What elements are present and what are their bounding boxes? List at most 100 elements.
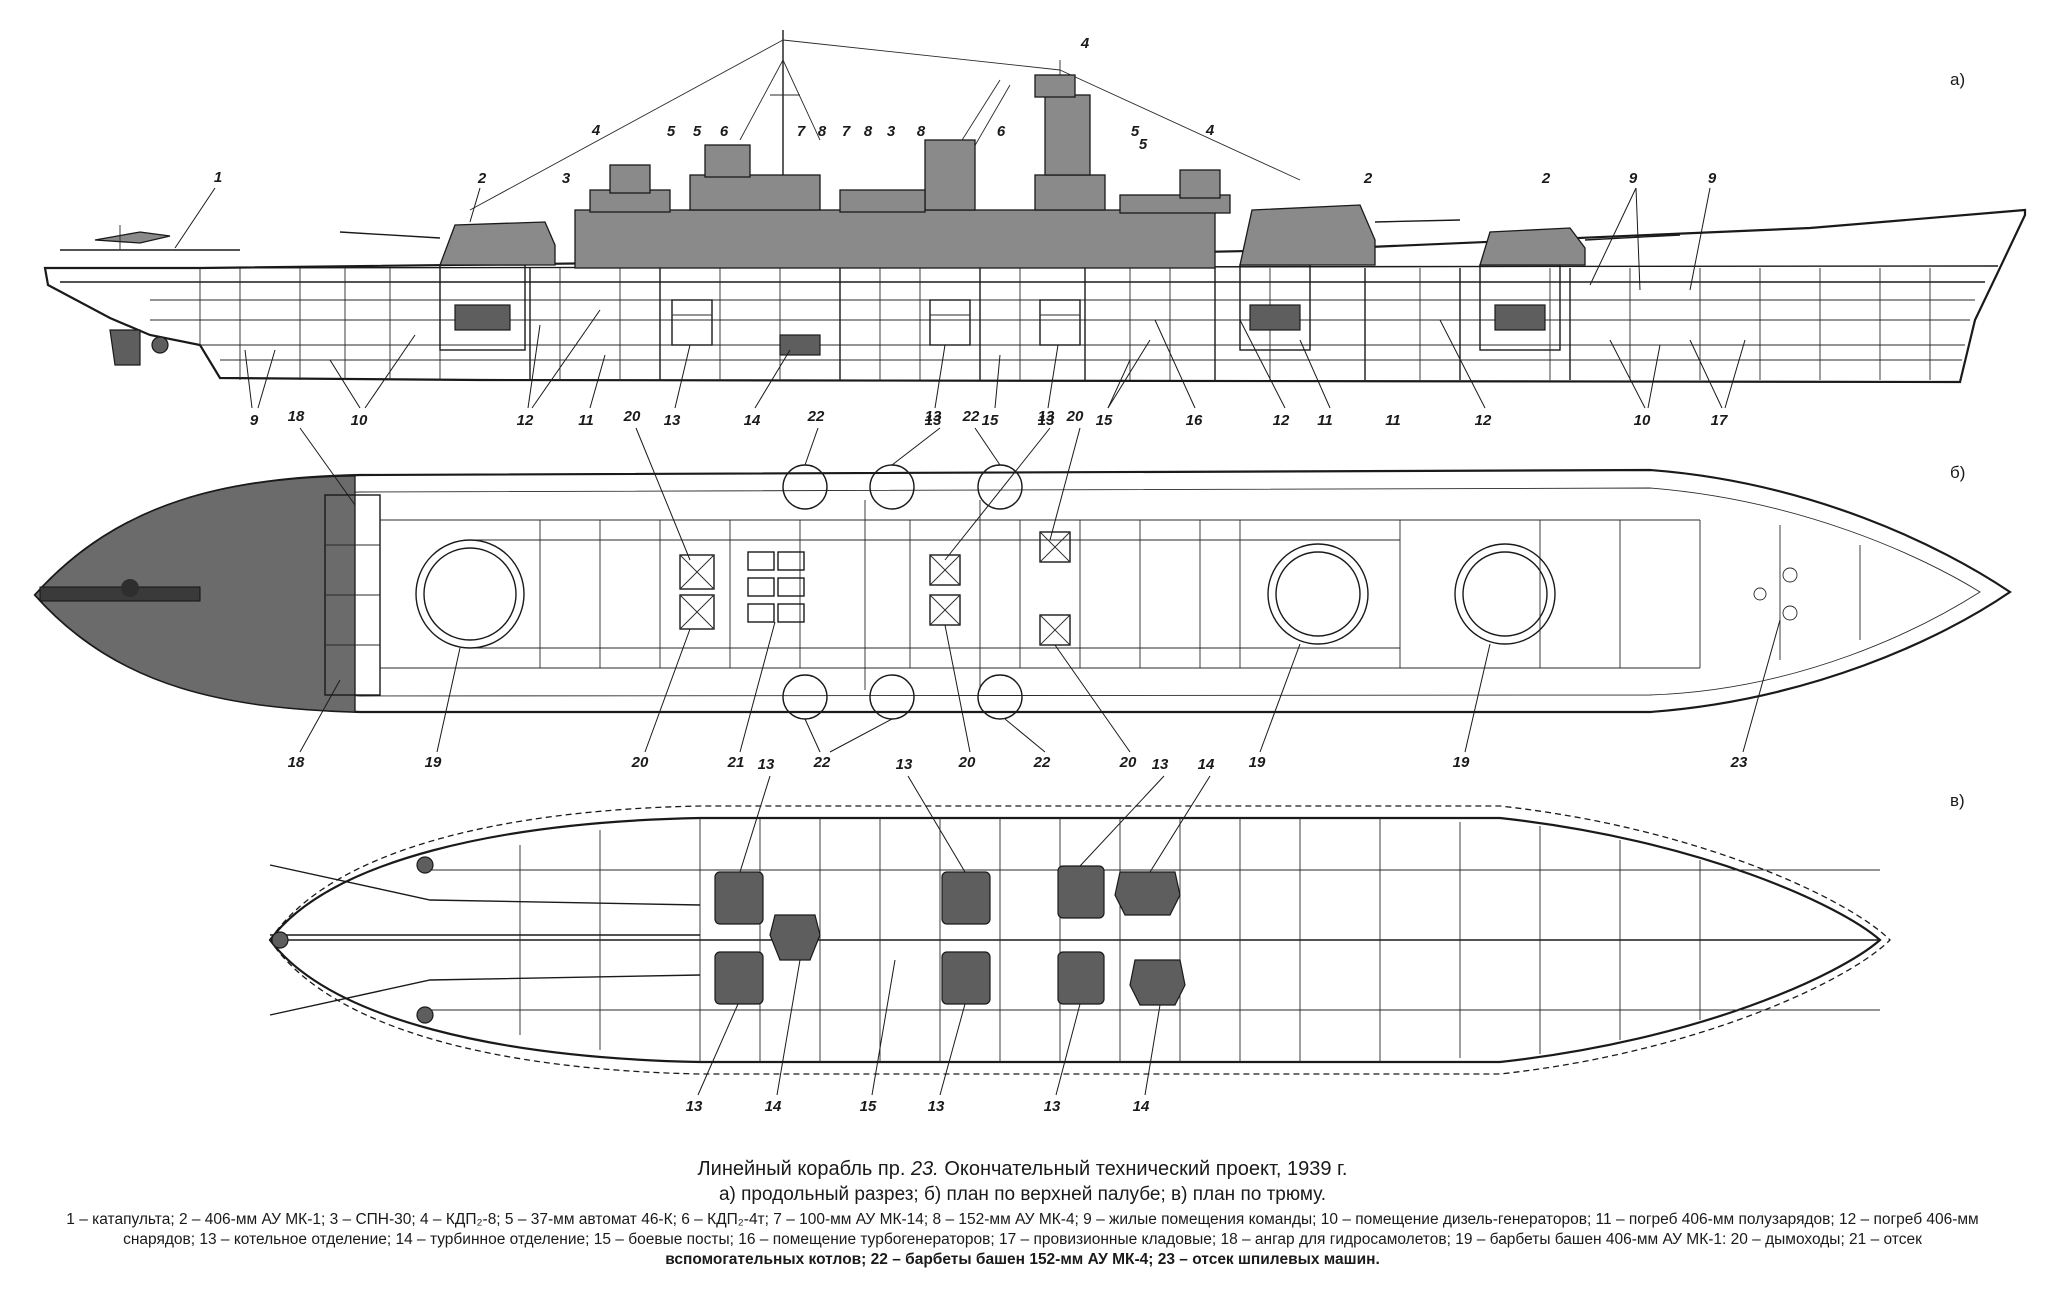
- callout-a-26: 13: [664, 412, 681, 429]
- callout-a-36: 12: [1475, 412, 1492, 429]
- callout-a-19: 2: [1541, 170, 1551, 187]
- legend-text: 1 – катапульта; 2 – 406-мм АУ МК-1; 3 – …: [66, 1211, 1979, 1248]
- callout-a-5: 5: [693, 123, 702, 140]
- callout-a-31: 15: [1096, 412, 1113, 429]
- rudder: [109, 329, 141, 366]
- seaplane: [94, 231, 171, 244]
- callout-a-4: 5: [667, 123, 676, 140]
- callout-b-17: 23: [1730, 754, 1748, 771]
- view-b-label: б): [1950, 463, 1965, 482]
- callout-b-4: 22: [962, 408, 980, 425]
- view-a-longitudinal-section: а): [43, 30, 2027, 409]
- callout-b-16: 19: [1453, 754, 1470, 771]
- caption-title-project: 23.: [910, 1158, 939, 1180]
- callout-a-10: 8: [864, 123, 873, 140]
- callout-a-0: 1: [214, 169, 222, 186]
- turbines-hold: [769, 871, 1186, 1006]
- deck-compartments: [380, 500, 1861, 690]
- callout-a-3: 4: [591, 122, 601, 139]
- callout-b-15: 19: [1249, 754, 1266, 771]
- callout-a-29: 15: [982, 412, 999, 429]
- funnel-uptakes: [679, 531, 1071, 646]
- callout-b-6: 20: [1066, 408, 1084, 425]
- callout-a-25: 11: [578, 412, 594, 429]
- barbette-fwd: [1454, 543, 1556, 645]
- callout-c-1: 13: [896, 756, 913, 773]
- figure-caption: Линейный корабль пр. 23. Окончательный т…: [40, 1158, 2005, 1270]
- callout-a-6: 6: [720, 123, 729, 140]
- callout-b-3: 13: [925, 408, 942, 425]
- caption-subtitle: а) продольный разрез; б) план по верхней…: [718, 1184, 1327, 1205]
- forward-tower: [1044, 94, 1091, 176]
- callout-a-7: 7: [797, 123, 806, 140]
- callout-a-16: 5: [1139, 136, 1148, 153]
- propeller-port: [416, 856, 434, 874]
- barbette-mid: [1267, 543, 1369, 645]
- callout-a-34: 11: [1317, 412, 1333, 429]
- callout-a-37: 10: [1634, 412, 1651, 429]
- callout-b-7: 18: [288, 754, 305, 771]
- bulkheads-a: [199, 268, 1931, 380]
- hold-frames: [519, 818, 1701, 1062]
- callout-a-35: 11: [1385, 412, 1401, 429]
- aux-boilers: [747, 551, 805, 623]
- caption-title-prefix: Линейный корабль пр.: [697, 1158, 906, 1180]
- callout-b-12: 20: [958, 754, 976, 771]
- boilers-hold: [714, 865, 1105, 1005]
- view-c-label: в): [1950, 791, 1965, 810]
- callout-a-32: 16: [1186, 412, 1203, 429]
- callout-c-7: 13: [928, 1098, 945, 1115]
- turret-fwd: [1479, 227, 1586, 266]
- callout-a-33: 12: [1273, 412, 1290, 429]
- callout-a-18: 2: [1363, 170, 1373, 187]
- callout-a-21: 9: [1708, 170, 1717, 187]
- callout-a-13: 6: [997, 123, 1006, 140]
- view-b-upper-deck-plan: б): [33, 427, 2012, 753]
- callout-a-8: 8: [818, 123, 827, 140]
- callout-a-23: 10: [351, 412, 368, 429]
- barbette-aft: [415, 539, 525, 649]
- view-a-label: а): [1950, 70, 1965, 89]
- callout-c-5: 14: [765, 1098, 782, 1115]
- callout-a-27: 14: [744, 412, 761, 429]
- turret-mid: [1239, 204, 1376, 266]
- callout-a-24: 12: [517, 412, 534, 429]
- callout-b-11: 22: [813, 754, 831, 771]
- callout-a-38: 17: [1711, 412, 1728, 429]
- callout-a-28: 13: [925, 412, 942, 429]
- callout-c-0: 13: [758, 756, 775, 773]
- callout-a-15: 5: [1131, 123, 1140, 140]
- callout-a-1: 2: [477, 170, 487, 187]
- caption-title-suffix: Окончательный технический проект, 1939 г…: [944, 1158, 1348, 1180]
- legend-text-last: вспомогательных котлов; 22 – барбеты баш…: [665, 1251, 1380, 1268]
- callout-b-9: 20: [631, 754, 649, 771]
- callout-a-30: 13: [1038, 412, 1055, 429]
- callout-a-22: 9: [250, 412, 259, 429]
- callout-c-9: 14: [1133, 1098, 1150, 1115]
- callout-a-9: 7: [842, 123, 851, 140]
- callout-a-2: 3: [562, 170, 571, 187]
- callout-a-11: 3: [887, 123, 896, 140]
- callout-a-20: 9: [1629, 170, 1638, 187]
- callout-b-8: 19: [425, 754, 442, 771]
- callout-a-17: 4: [1205, 122, 1215, 139]
- callout-c-2: 13: [1152, 756, 1169, 773]
- propeller-stbd: [416, 1006, 434, 1024]
- callout-b-0: 18: [288, 408, 305, 425]
- callout-c-8: 13: [1044, 1098, 1061, 1115]
- turret-aft: [439, 221, 556, 266]
- caption-title: Линейный корабль пр. 23. Окончательный т…: [40, 1158, 2005, 1181]
- callout-b-13: 22: [1033, 754, 1051, 771]
- propeller-centre: [271, 931, 289, 949]
- callout-c-4: 13: [686, 1098, 703, 1115]
- caption-legend: 1 – катапульта; 2 – 406-мм АУ МК-1; 3 – …: [40, 1210, 2005, 1270]
- callout-b-10: 21: [727, 754, 745, 771]
- callout-c-6: 15: [860, 1098, 877, 1115]
- callout-b-5: 13: [1038, 408, 1055, 425]
- funnel-fwd: [924, 139, 976, 211]
- view-c-hold-plan: в): [268, 775, 1965, 1096]
